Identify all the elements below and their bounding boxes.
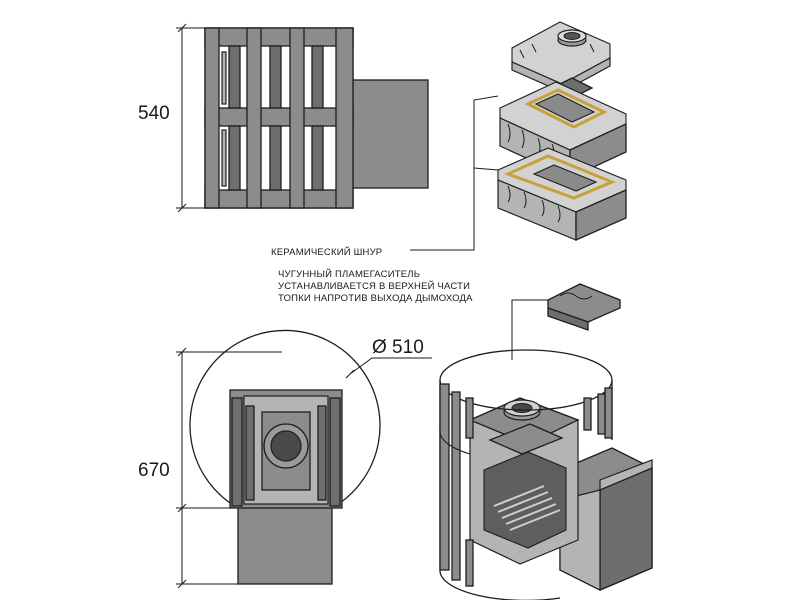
cage-bar	[335, 27, 354, 209]
dimension-label-bg	[140, 458, 180, 480]
dimension-label-540: 540	[138, 103, 170, 124]
flame-arrester-label-line3: ТОПКИ НАПРОТИВ ВЫХОДА ДЫМОХОДА	[278, 293, 473, 304]
flame-arrester-part	[547, 283, 621, 331]
chimney-opening	[270, 430, 302, 462]
flame-arrester-label-line2: УСТАНАВЛИВАЕТСЯ В ВЕРХНЕЙ ЧАСТИ	[278, 280, 470, 292]
side-rib	[245, 405, 255, 501]
chimney-opening-iso	[511, 403, 533, 413]
cage-bar	[246, 27, 262, 209]
ceramic-cord-leader	[473, 167, 499, 171]
exploded-view	[410, 21, 627, 360]
grate	[493, 485, 561, 531]
cage-top-band	[204, 27, 354, 47]
cage-middle-band	[204, 107, 354, 127]
flame-arrester-installed	[488, 423, 564, 455]
cage-bar	[228, 125, 241, 191]
stove-body-edge	[221, 129, 227, 187]
firebox-tunnel-side	[599, 467, 653, 591]
ceramic-cord-label: КЕРАМИЧЕСКИЙ ШНУР	[271, 246, 382, 258]
cage-bar	[269, 45, 282, 109]
cage-bottom-band	[204, 189, 354, 209]
dimension-tick	[345, 369, 355, 379]
diameter-label: Ø 510	[372, 337, 424, 358]
dimension-tick	[177, 203, 187, 213]
dimension-tick	[177, 503, 187, 513]
lower-firebox-block	[497, 147, 627, 241]
side-rib	[317, 405, 327, 501]
dimension-tick	[177, 579, 187, 589]
side-view: 540	[138, 23, 429, 213]
dimension-label-bg	[140, 100, 178, 122]
cage-bars-iso	[439, 383, 613, 587]
stove-body-edge	[221, 51, 227, 105]
flame-arrester-label-line1: ЧУГУННЫЙ ПЛАМЕГАСИТЕЛЬ	[278, 268, 420, 280]
cage-bar	[311, 125, 324, 191]
side-rib	[329, 397, 341, 507]
cage-bottom-ring	[439, 569, 561, 600]
diameter-leader	[349, 357, 432, 375]
cage-bar	[311, 45, 324, 109]
cage-bar	[269, 125, 282, 191]
cage-bar	[228, 45, 241, 109]
cutaway-view	[439, 349, 653, 600]
side-rib	[231, 397, 243, 507]
dimension-tick	[177, 23, 187, 33]
dimension-label-670: 670	[138, 460, 170, 481]
flame-arrester-leader	[511, 299, 548, 360]
cage-bar	[289, 27, 305, 209]
firebox-tunnel-front	[237, 505, 333, 585]
ceramic-cord-leader	[410, 95, 499, 251]
dimension-tick	[177, 347, 187, 357]
front-view: 670 Ø 510	[138, 329, 432, 589]
cage-bar	[204, 27, 220, 209]
firebox-tunnel	[351, 79, 429, 189]
cage-top-ring-back	[439, 349, 613, 381]
cage-middle-ring	[439, 429, 471, 455]
inner-chamber	[483, 451, 567, 549]
cast-iron-lid	[511, 21, 611, 94]
